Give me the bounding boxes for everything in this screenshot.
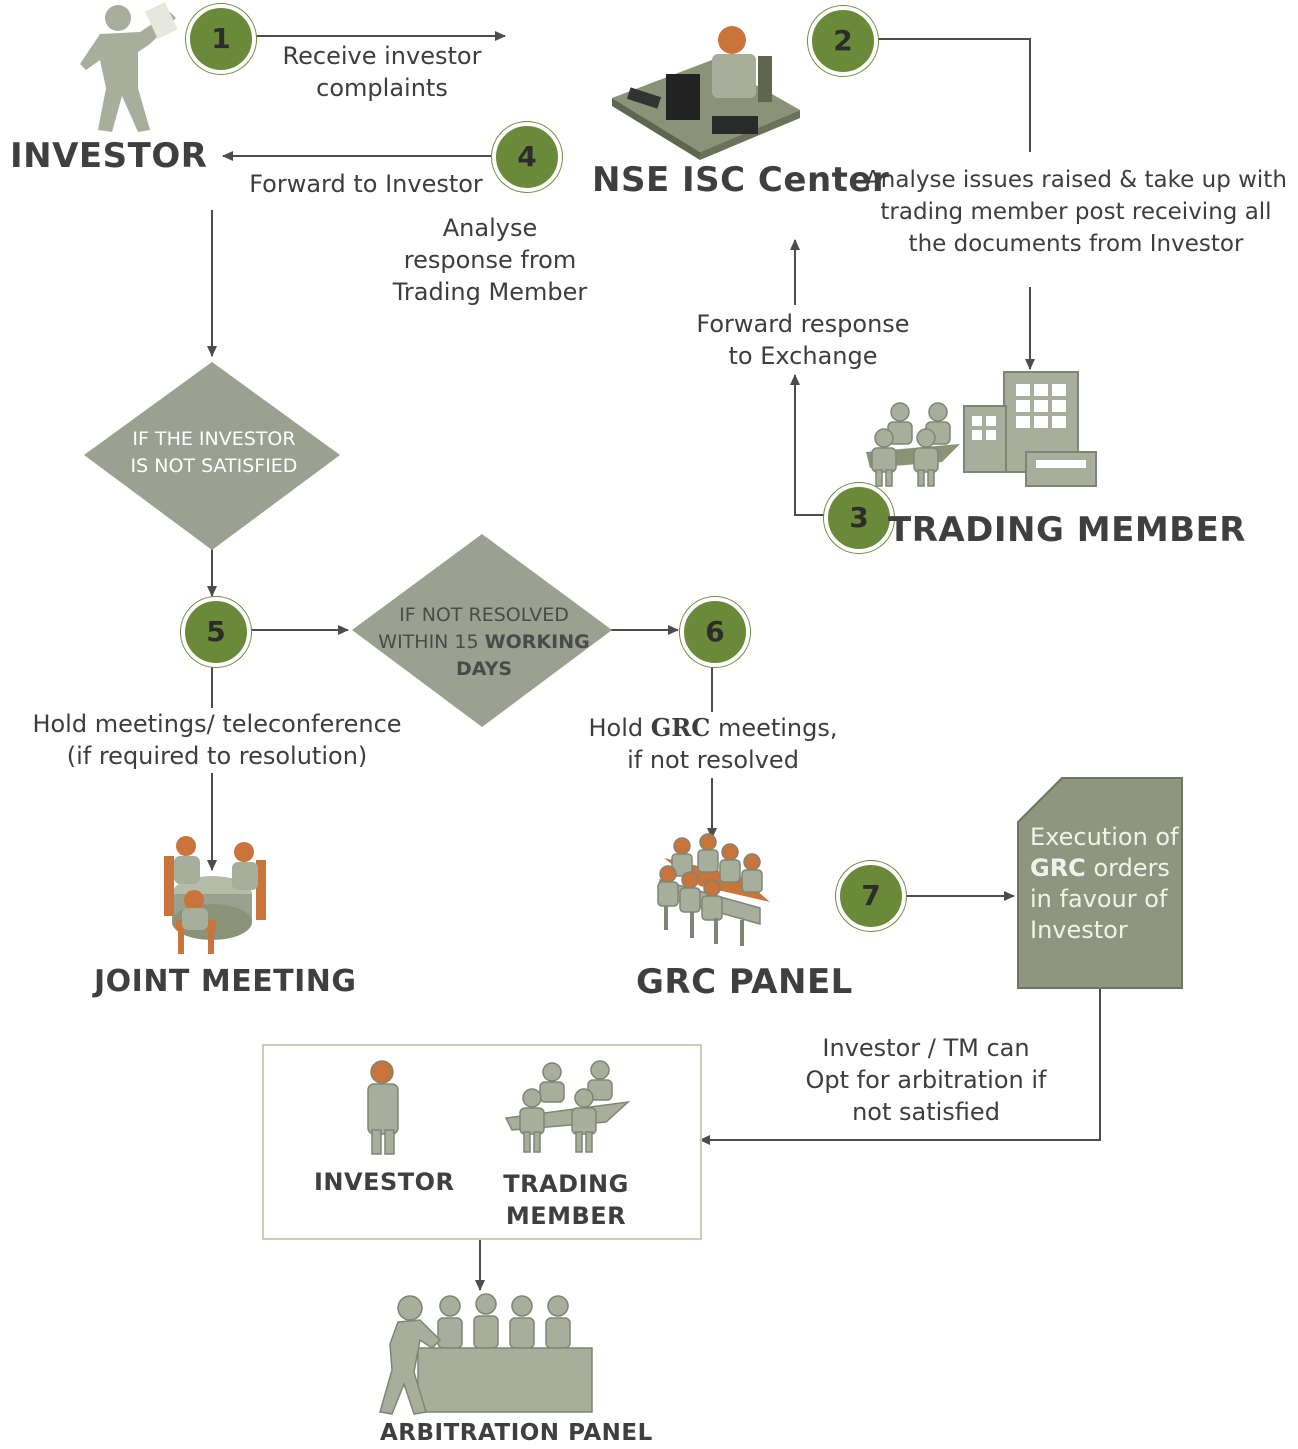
arbitration-option-line-3: not satisfied bbox=[852, 1098, 1000, 1126]
analyse-response-label: Analyse response from Trading Member bbox=[378, 212, 602, 308]
forward-to-investor-label: Forward to Investor bbox=[249, 170, 483, 198]
arbitration-panel-title: ARBITRATION PANEL bbox=[380, 1420, 653, 1446]
step-4-badge: 4 bbox=[492, 122, 562, 192]
arb-trading-member-icon bbox=[504, 1060, 631, 1153]
arbitration-option-line-2: Opt for arbitration if bbox=[805, 1066, 1047, 1094]
investor-title: INVESTOR bbox=[10, 136, 208, 176]
trading-member-group-icon bbox=[866, 371, 1097, 487]
not-resolved-days: DAYS bbox=[455, 658, 513, 680]
arb-tm-line-2: MEMBER bbox=[505, 1202, 627, 1230]
step-7-badge: 7 bbox=[836, 861, 906, 931]
grc-panel-title: GRC PANEL bbox=[636, 962, 853, 1002]
arb-tm-line-1: TRADING bbox=[503, 1170, 629, 1198]
execution-line-4: Investor bbox=[1030, 916, 1128, 944]
receive-complaints-line-2: complaints bbox=[316, 74, 448, 102]
not-satisfied-text: IF THE INVESTOR IS NOT SATISFIED bbox=[104, 426, 324, 480]
not-resolved-text: IF NOT RESOLVED WITHIN 15 WORKING DAYS bbox=[368, 602, 600, 683]
hold-meetings-label: Hold meetings/ teleconference (if requir… bbox=[22, 708, 412, 772]
grc-meetings-label: Hold GRC meetings, if not resolved bbox=[580, 712, 846, 776]
arbitration-panel-icon bbox=[379, 1293, 593, 1415]
arbitration-option-line-1: Investor / TM can bbox=[822, 1034, 1030, 1062]
receive-complaints-line-1: Receive investor bbox=[282, 42, 482, 70]
nse-desk-icon bbox=[612, 26, 800, 160]
execution-line-3: in favour of bbox=[1030, 885, 1168, 913]
analyse-issues-label: Analyse issues raised & take up with tra… bbox=[862, 164, 1290, 260]
arbitration-parties-box bbox=[262, 1044, 702, 1240]
execution-grc-word: GRC bbox=[1030, 854, 1086, 882]
execution-text: Execution of GRC orders in favour of Inv… bbox=[1030, 822, 1180, 946]
grc-meetings-rest: meetings, bbox=[717, 714, 838, 742]
analyse-response-line-2: response from bbox=[403, 246, 577, 274]
arb-investor-icon bbox=[367, 1060, 399, 1155]
not-resolved-line-2: WITHIN 15 WORKING bbox=[368, 629, 600, 656]
connector-2-top bbox=[872, 38, 1031, 152]
nse-title: NSE ISC Center bbox=[592, 160, 890, 200]
hold-meetings-line-1: Hold meetings/ teleconference bbox=[32, 710, 402, 738]
arbitration-option-label: Investor / TM can Opt for arbitration if… bbox=[794, 1032, 1058, 1128]
investor-figure-icon bbox=[80, 2, 178, 132]
not-resolved-line-1: IF NOT RESOLVED bbox=[399, 604, 569, 626]
grc-meetings-grc-word: GRC bbox=[650, 713, 711, 742]
step-2-badge: 2 bbox=[808, 6, 878, 76]
arrow-execution-to-arbitration bbox=[699, 988, 1101, 1145]
execution-line-2: GRC orders bbox=[1030, 853, 1180, 884]
not-satisfied-line-1: IF THE INVESTOR bbox=[132, 428, 296, 450]
analyse-issues-line-2: trading member post receiving all bbox=[880, 199, 1272, 225]
analyse-response-line-1: Analyse bbox=[442, 214, 538, 242]
joint-meeting-title: JOINT MEETING bbox=[94, 964, 357, 999]
diamond-not-resolved bbox=[352, 534, 612, 727]
forward-response-line-1: Forward response bbox=[696, 310, 910, 338]
receive-complaints-label: Receive investor complaints bbox=[262, 40, 502, 104]
not-resolved-within: WITHIN 15 bbox=[378, 631, 479, 653]
not-satisfied-line-2: IS NOT SATISFIED bbox=[130, 455, 298, 477]
step-6-badge: 6 bbox=[680, 597, 750, 667]
not-resolved-working: WORKING bbox=[484, 631, 590, 653]
trading-member-title: TRADING MEMBER bbox=[888, 510, 1246, 550]
arb-investor-label: INVESTOR bbox=[314, 1168, 455, 1196]
grc-meetings-line-2: if not resolved bbox=[627, 746, 799, 774]
step-1-badge: 1 bbox=[186, 4, 256, 74]
execution-line-1: Execution of bbox=[1030, 823, 1179, 851]
arb-trading-member-label: TRADING MEMBER bbox=[498, 1168, 634, 1232]
joint-meeting-icon bbox=[164, 836, 266, 954]
forward-response-label: Forward response to Exchange bbox=[688, 308, 918, 372]
step-3-badge: 3 bbox=[824, 483, 894, 553]
step-5-badge: 5 bbox=[181, 597, 251, 667]
analyse-issues-line-1: Analyse issues raised & take up with bbox=[865, 167, 1287, 193]
analyse-issues-line-3: the documents from Investor bbox=[908, 231, 1244, 257]
execution-orders-word: orders bbox=[1093, 854, 1170, 882]
grc-meetings-hold-word: Hold bbox=[588, 714, 644, 742]
analyse-response-line-3: Trading Member bbox=[392, 278, 588, 306]
arrow-3-to-nse bbox=[790, 374, 828, 516]
grc-panel-icon bbox=[657, 833, 770, 946]
forward-response-line-2: to Exchange bbox=[728, 342, 878, 370]
execution-document bbox=[1017, 777, 1183, 989]
diamond-not-satisfied bbox=[84, 362, 340, 550]
hold-meetings-line-2: (if required to resolution) bbox=[66, 742, 368, 770]
grc-meetings-line-1: Hold GRC meetings, bbox=[580, 712, 846, 744]
